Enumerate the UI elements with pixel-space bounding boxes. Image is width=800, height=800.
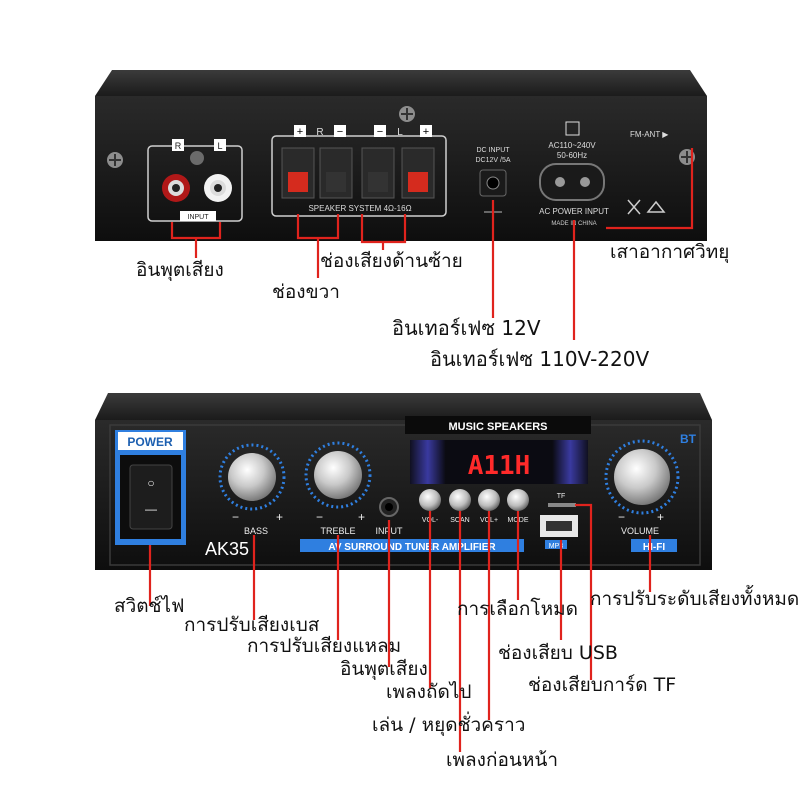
- callout-next-track: เพลงถัดไป: [386, 681, 472, 703]
- svg-text:+: +: [297, 126, 303, 138]
- svg-text:VOLUME: VOLUME: [621, 526, 659, 536]
- callout-interface-ac: อินเทอร์เฟซ 110V-220V: [430, 347, 650, 371]
- usb-tf-ports: TF MP3: [540, 493, 578, 550]
- svg-text:MUSIC SPEAKERS: MUSIC SPEAKERS: [448, 421, 547, 433]
- svg-text:AV SURROUND TUNER AMPLIFIER: AV SURROUND TUNER AMPLIFIER: [328, 542, 496, 553]
- svg-text:R: R: [316, 127, 323, 138]
- svg-text:BT: BT: [680, 432, 697, 446]
- svg-text:AC110~240V: AC110~240V: [548, 141, 596, 150]
- svg-text:−: −: [232, 510, 239, 524]
- callout-lines: [148, 148, 694, 752]
- svg-text:SPEAKER SYSTEM 4Ω-16Ω: SPEAKER SYSTEM 4Ω-16Ω: [308, 204, 411, 213]
- svg-text:DC12V /5A: DC12V /5A: [475, 157, 510, 164]
- svg-text:MP3: MP3: [549, 543, 564, 550]
- callout-tf-port: ช่องเสียบการ์ด TF: [528, 674, 677, 696]
- lcd-display: MUSIC SPEAKERS A11H: [405, 416, 591, 484]
- svg-text:TF: TF: [557, 493, 566, 500]
- svg-text:TREBLE: TREBLE: [320, 526, 355, 536]
- svg-text:FM-ANT ▶: FM-ANT ▶: [630, 130, 669, 139]
- svg-text:—: —: [145, 502, 157, 516]
- svg-text:−: −: [618, 510, 625, 524]
- model-name: AK35: [205, 539, 249, 559]
- svg-text:BASS: BASS: [244, 526, 268, 536]
- svg-text:L: L: [397, 127, 403, 138]
- svg-text:−: −: [377, 126, 383, 138]
- svg-text:POWER: POWER: [127, 435, 173, 449]
- callout-bass-adjust: การปรับเสียงเบส: [184, 614, 320, 636]
- svg-text:INPUT: INPUT: [188, 214, 210, 221]
- callout-mode-select: การเลือกโหมด: [457, 598, 579, 620]
- callout-play-pause: เล่น / หยุดชั่วคราว: [372, 714, 526, 736]
- callout-treble-adjust: การปรับเสียงแหลม: [247, 635, 402, 657]
- svg-text:−: −: [337, 126, 343, 138]
- svg-text:−: −: [316, 510, 323, 524]
- svg-text:A11H: A11H: [468, 451, 531, 481]
- svg-text:AC POWER INPUT: AC POWER INPUT: [539, 207, 609, 216]
- svg-text:R: R: [175, 141, 182, 151]
- callout-audio-input-rear: อินพุตเสียง: [136, 259, 224, 281]
- hifi-banner: [631, 539, 677, 552]
- treble-knob: − + TREBLE: [304, 441, 372, 536]
- rear-rca-input: R L INPUT: [147, 139, 243, 222]
- rear-speaker-terminals: + R − − L + SPEAKER SYSTEM 4Ω-16Ω: [271, 125, 447, 217]
- av-banner: [300, 539, 524, 552]
- callout-right-channel: ช่องขวา: [272, 281, 340, 303]
- callout-prev-track: เพลงก่อนหน้า: [446, 749, 559, 771]
- volume-knob: BT − + VOLUME: [604, 432, 697, 536]
- svg-text:+: +: [276, 510, 283, 524]
- svg-text:L: L: [217, 141, 222, 151]
- callout-fm-antenna: เสาอากาศวิทยุ: [610, 241, 730, 263]
- svg-text:HI-FI: HI-FI: [643, 542, 665, 553]
- svg-text:DC INPUT: DC INPUT: [476, 147, 510, 154]
- svg-text:○: ○: [147, 476, 154, 490]
- callout-usb-port: ช่องเสียบ USB: [498, 642, 618, 664]
- rear-panel: R L INPUT + R − − L +: [95, 70, 707, 241]
- svg-text:50-60Hz: 50-60Hz: [557, 151, 587, 160]
- callout-left-channel: ช่องเสียงด้านซ้าย: [320, 250, 463, 272]
- callout-interface-12v: อินเทอร์เฟซ 12V: [392, 316, 541, 340]
- svg-text:+: +: [423, 126, 429, 138]
- front-panel: POWER ○ — − + BASS − + TREBLE INPUT: [95, 393, 712, 570]
- power-switch: POWER ○ —: [115, 430, 186, 545]
- bass-knob: − + BASS: [218, 443, 286, 536]
- svg-text:+: +: [358, 510, 365, 524]
- rear-dc-input: DC INPUT DC12V /5A: [475, 147, 511, 213]
- callout-power-switch: สวิตช์ไฟ: [114, 595, 185, 617]
- svg-text:+: +: [657, 510, 664, 524]
- callout-audio-input-front: อินพุตเสียง: [340, 658, 428, 680]
- callout-master-volume: การปรับระดับเสียงทั้งหมด: [590, 588, 800, 610]
